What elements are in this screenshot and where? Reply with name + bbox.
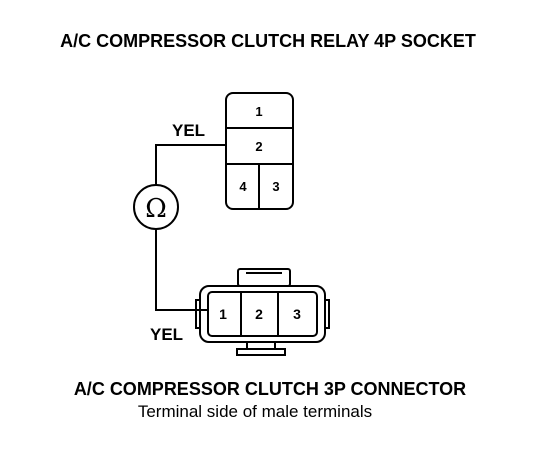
upper-wire-label: YEL xyxy=(172,121,205,140)
connector-pin-2: 2 xyxy=(255,306,263,322)
relay-pin-1: 1 xyxy=(255,104,262,119)
ohm-icon: Ω xyxy=(145,194,167,224)
relay-pin-2: 2 xyxy=(255,139,262,154)
ohmmeter-circuit xyxy=(133,144,226,311)
connector-subtitle: Terminal side of male terminals xyxy=(138,402,372,421)
connector-title: A/C COMPRESSOR CLUTCH 3P CONNECTOR xyxy=(74,379,466,399)
upper-wire xyxy=(155,144,226,185)
connector-bottom-lock xyxy=(236,348,286,356)
lower-wire-label: YEL xyxy=(150,325,183,344)
connector-3p xyxy=(195,268,330,356)
connector-latch xyxy=(237,268,291,287)
relay-socket-title: A/C COMPRESSOR CLUTCH RELAY 4P SOCKET xyxy=(60,31,476,51)
relay-4p-socket xyxy=(225,92,294,210)
relay-pin-4: 4 xyxy=(239,179,247,194)
relay-pin-3: 3 xyxy=(272,179,279,194)
connector-pin-3: 3 xyxy=(293,306,301,322)
lower-wire xyxy=(155,229,208,311)
connector-pin-1: 1 xyxy=(219,306,227,322)
